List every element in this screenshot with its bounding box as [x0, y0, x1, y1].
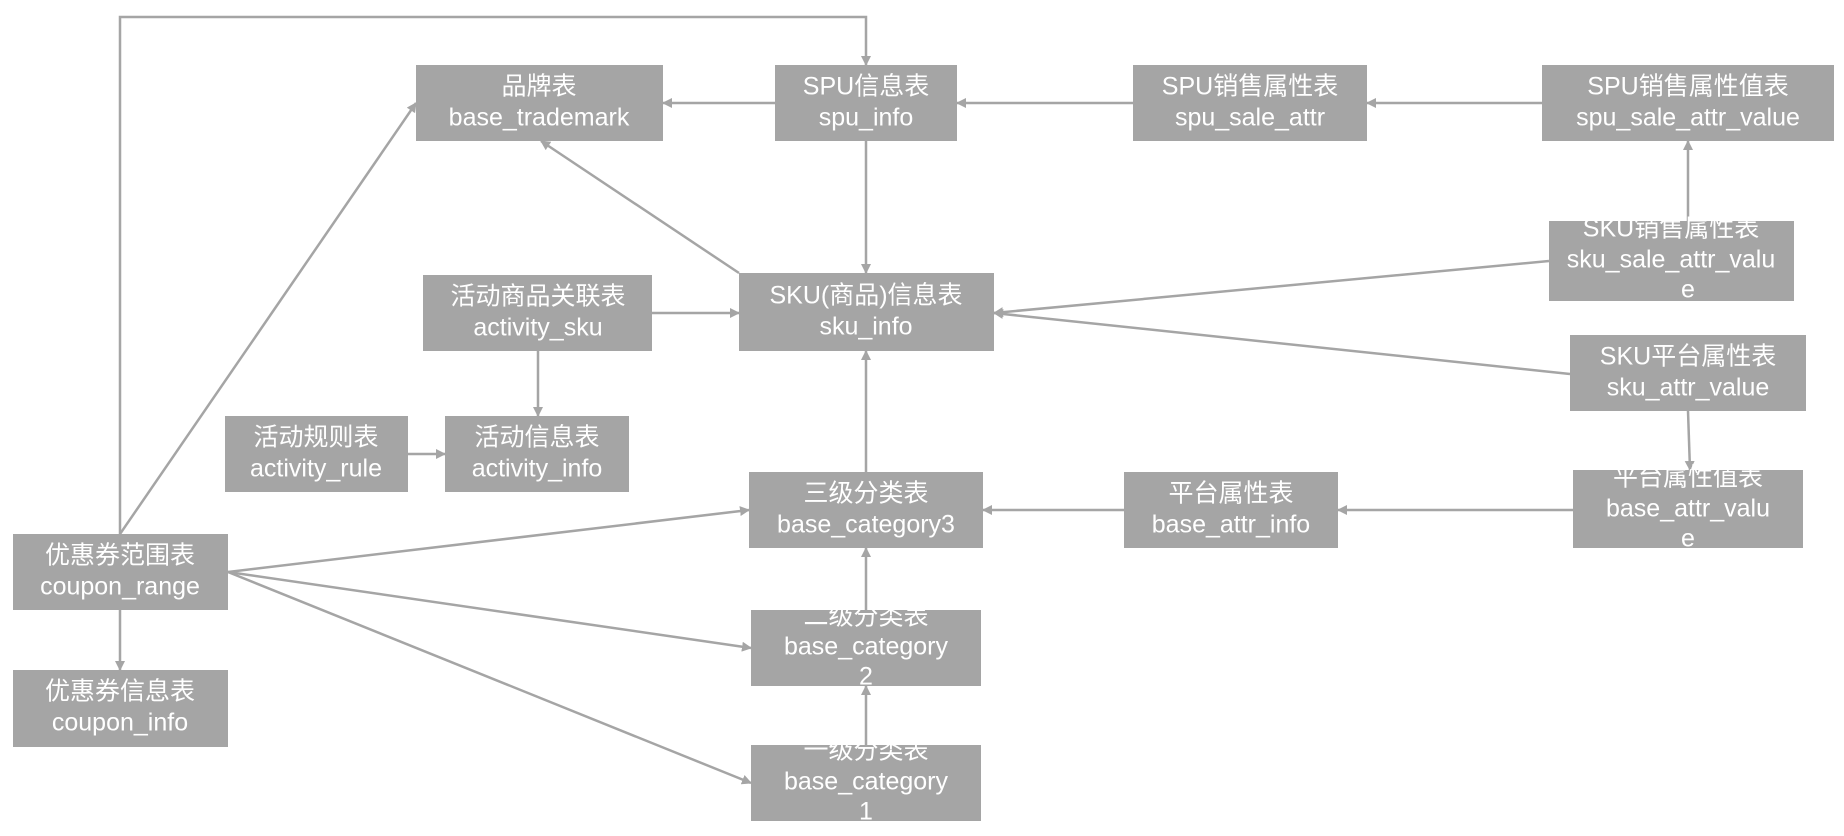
node-base-category1: 一级分类表 base_category 1: [751, 737, 981, 826]
node-base-attr-info: 平台属性表 base_attr_info: [1124, 472, 1338, 548]
node-base-attr-value-line-1: 平台属性值表: [1613, 464, 1763, 492]
node-sku-sale-attr-value-line-2: sku_sale_attr_valu: [1567, 246, 1775, 274]
edge-coupon-range-to-base-category3: [227, 506, 750, 574]
node-activity-info: 活动信息表 activity_info: [445, 416, 629, 492]
edge-sku-sale-attr-value-to-sku-info: [993, 259, 1550, 318]
node-coupon-info-line-2: coupon_info: [52, 709, 188, 737]
node-activity-rule: 活动规则表 activity_rule: [225, 416, 408, 492]
node-base-category1-line-3: 1: [859, 798, 873, 826]
node-base-category3-line-1: 三级分类表: [803, 480, 928, 508]
node-coupon-info-line-1: 优惠券信息表: [45, 678, 195, 706]
edges: [115, 15, 1695, 785]
node-sku-attr-value-line-2: sku_attr_value: [1607, 374, 1770, 402]
node-base-trademark-line-1: 品牌表: [501, 73, 576, 101]
node-spu-info-line-2: spu_info: [819, 104, 914, 132]
node-spu-sale-attr-value-line-1: SPU销售属性值表: [1587, 73, 1788, 101]
node-activity-sku-line-2: activity_sku: [473, 314, 602, 342]
edge-sku-info-to-base-trademark: [540, 139, 740, 275]
node-sku-info-line-2: sku_info: [819, 313, 912, 341]
node-base-category2-line-2: base_category: [784, 633, 949, 661]
node-coupon-info: 优惠券信息表 coupon_info: [13, 670, 228, 747]
node-sku-attr-value-line-1: SKU平台属性表: [1600, 343, 1776, 371]
node-coupon-range-line-1: 优惠券范围表: [45, 542, 195, 570]
node-base-attr-value-line-3: e: [1681, 525, 1695, 553]
edge-sku-attr-value-to-sku-info: [993, 308, 1571, 376]
node-sku-info: SKU(商品)信息表 sku_info: [739, 273, 994, 351]
node-base-attr-info-line-1: 平台属性表: [1168, 480, 1293, 508]
edge-coupon-range-to-spu-info: [118, 15, 871, 534]
node-base-attr-info-line-2: base_attr_info: [1152, 511, 1310, 539]
node-sku-sale-attr-value-line-3: e: [1681, 276, 1695, 304]
node-spu-info: SPU信息表 spu_info: [775, 65, 957, 141]
node-base-attr-value: 平台属性值表 base_attr_valu e: [1573, 464, 1803, 553]
edge-sku-attr-value-to-base-attr-value: [1684, 410, 1695, 471]
node-base-category3-line-2: base_category3: [777, 511, 955, 539]
node-base-trademark: 品牌表 base_trademark: [416, 65, 663, 141]
node-sku-attr-value: SKU平台属性表 sku_attr_value: [1570, 335, 1806, 411]
nodes: 品牌表 base_trademark SPU信息表 spu_info SPU销售…: [13, 65, 1834, 826]
node-spu-sale-attr-line-1: SPU销售属性表: [1162, 73, 1338, 101]
node-coupon-range: 优惠券范围表 coupon_range: [13, 534, 228, 610]
node-sku-sale-attr-value-line-1: SKU销售属性表: [1583, 215, 1759, 243]
node-activity-rule-line-2: activity_rule: [250, 455, 382, 483]
edge-coupon-range-to-base-trademark: [118, 102, 418, 535]
node-sku-sale-attr-value: SKU销售属性表 sku_sale_attr_valu e: [1549, 215, 1794, 304]
node-spu-sale-attr-value-line-2: spu_sale_attr_value: [1576, 104, 1800, 132]
edge-coupon-range-to-base-category2: [227, 570, 752, 652]
node-base-trademark-line-2: base_trademark: [449, 104, 630, 132]
node-sku-info-line-1: SKU(商品)信息表: [769, 282, 962, 310]
node-base-category2: 二级分类表 base_category 2: [751, 603, 981, 691]
node-spu-info-line-1: SPU信息表: [803, 73, 929, 101]
node-coupon-range-line-2: coupon_range: [40, 573, 200, 601]
node-spu-sale-attr-line-2: spu_sale_attr: [1175, 104, 1325, 132]
node-activity-sku-line-1: 活动商品关联表: [450, 283, 625, 311]
node-base-category2-line-3: 2: [859, 663, 873, 691]
node-activity-info-line-2: activity_info: [472, 455, 603, 483]
node-base-category1-line-1: 一级分类表: [803, 737, 928, 765]
edge-coupon-range-to-base-category1: [227, 570, 752, 785]
node-base-attr-value-line-2: base_attr_valu: [1606, 495, 1770, 523]
node-spu-sale-attr: SPU销售属性表 spu_sale_attr: [1133, 65, 1367, 141]
node-activity-rule-line-1: 活动规则表: [253, 424, 378, 452]
node-base-category3: 三级分类表 base_category3: [749, 472, 983, 548]
node-activity-sku: 活动商品关联表 activity_sku: [423, 275, 652, 351]
node-activity-info-line-1: 活动信息表: [474, 424, 599, 452]
node-spu-sale-attr-value: SPU销售属性值表 spu_sale_attr_value: [1542, 65, 1834, 141]
node-base-category1-line-2: base_category: [784, 768, 949, 796]
node-base-category2-line-1: 二级分类表: [803, 603, 928, 631]
